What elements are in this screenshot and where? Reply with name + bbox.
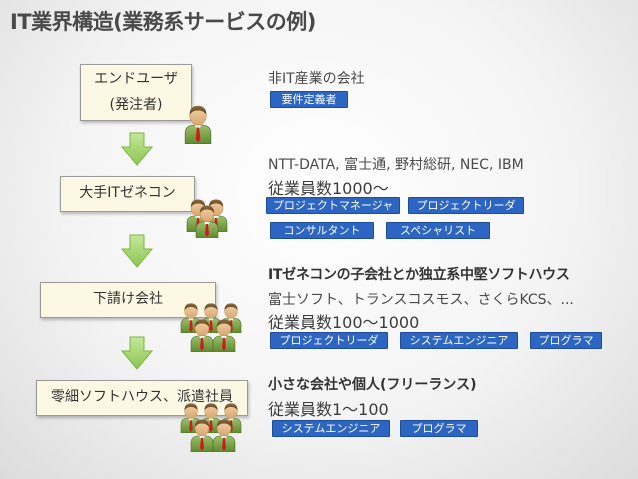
prime-contractor-box: 大手ITゼネコン: [60, 176, 195, 212]
prime-employee-count: 従業員数1000〜: [268, 179, 389, 198]
role-tag: 要件定義者: [270, 91, 348, 108]
subcontractor-label: 下請け会社: [93, 291, 163, 308]
end-user-box: エンドユーザ (発注者): [80, 64, 192, 121]
subcontractor-box: 下請け会社: [40, 282, 216, 318]
group-icon: [180, 302, 242, 352]
role-tag: プログラマ: [400, 420, 478, 437]
prime-contractor-label: 大手ITゼネコン: [79, 185, 176, 202]
role-tag: コンサルタント: [270, 222, 374, 239]
end-user-label: エンドユーザ: [94, 71, 178, 88]
sub-employee-count: 従業員数100〜1000: [268, 313, 420, 332]
small-heading: 小さな会社や個人(フリーランス): [268, 377, 477, 393]
end-user-sublabel: (発注者): [109, 96, 163, 113]
small-company-label: 零細ソフトハウス、派遣社員: [51, 389, 233, 406]
page-title: IT業界構造(業務系サービスの例): [10, 10, 316, 34]
role-tag: プロジェクトリーダ: [408, 197, 524, 214]
role-tag: システムエンジニア: [272, 420, 390, 437]
role-tag: プロジェクトマネージャ: [266, 197, 400, 214]
sub-heading: ITゼネコンの子会社とか独立系中堅ソフトハウス: [268, 267, 570, 283]
role-tag: プロジェクトリーダ: [270, 332, 388, 349]
role-tag: プログラマ: [530, 332, 602, 349]
sub-companies: 富士ソフト、トランスコスモス、さくらKCS、...: [268, 292, 574, 308]
end-user-heading: 非IT産業の会社: [268, 71, 365, 87]
small-employee-count: 従業員数1〜100: [268, 400, 389, 419]
down-arrow-icon: [121, 132, 153, 166]
role-tag: システムエンジニア: [400, 332, 518, 349]
role-tag: スペシャリスト: [386, 222, 490, 239]
group-icon: [180, 402, 242, 452]
prime-companies: NTT-DATA, 富士通, 野村総研, NEC, IBM: [268, 157, 524, 173]
group-icon: [186, 199, 228, 238]
down-arrow-icon: [121, 336, 153, 370]
person-icon: [184, 105, 212, 144]
down-arrow-icon: [121, 234, 153, 268]
